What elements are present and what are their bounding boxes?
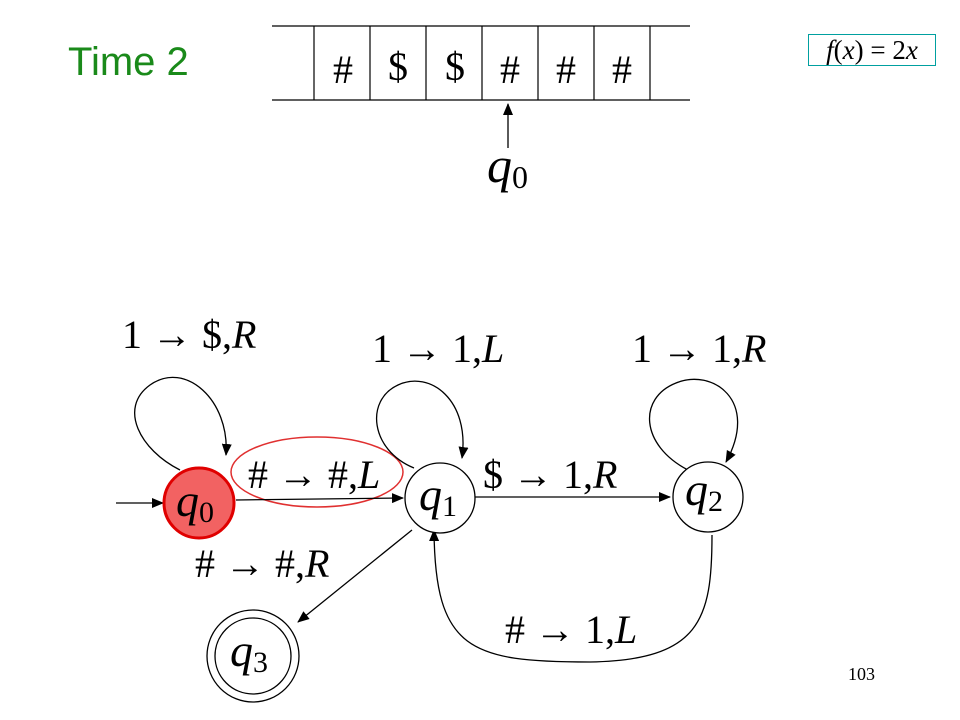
- state-q2: q2: [672, 461, 744, 533]
- formula-var: x: [905, 34, 918, 65]
- tape-head: q0: [487, 103, 528, 195]
- label-loop-q0: 1 → $,R: [122, 312, 256, 357]
- label-q1-q2: $ → 1,R: [483, 452, 617, 497]
- state-q3: q3: [206, 609, 300, 703]
- slide-title: Time 2: [68, 40, 189, 84]
- tape-cell-3: $: [445, 44, 465, 89]
- tape-cell-6: #: [612, 47, 632, 92]
- state-q0: q0: [162, 466, 236, 540]
- loop-q1: [375, 380, 469, 469]
- formula-coef: 2: [892, 34, 906, 65]
- tape-cell-4: #: [500, 47, 520, 92]
- tape-cell-5: #: [556, 47, 576, 92]
- formula-lhs: f: [826, 34, 834, 65]
- svg-text:q3: q3: [230, 625, 268, 679]
- label-q1-q3: # → #,R: [195, 541, 329, 586]
- state-q1: q1: [404, 462, 476, 534]
- tape: # $ $ # # #: [272, 25, 690, 101]
- edge-q1-q3: [297, 529, 413, 623]
- label-loop-q1: 1 → 1,L: [372, 326, 504, 371]
- svg-text:q1: q1: [419, 469, 457, 523]
- head-state-label: q0: [487, 137, 528, 195]
- label-q2-q1: # → 1,L: [505, 607, 637, 652]
- highlight-ellipse: [230, 436, 404, 508]
- svg-text:q0: q0: [176, 475, 214, 529]
- tape-cell-2: $: [388, 44, 408, 89]
- loop-q2: [649, 378, 739, 471]
- tape-cell-1: #: [333, 47, 353, 92]
- formula-arg: x: [842, 34, 855, 65]
- edge-q2-q1: [429, 529, 713, 663]
- label-q0-q1: # → #,L: [248, 452, 380, 497]
- edge-q0-q1: [235, 493, 404, 504]
- loop-q0: [134, 376, 232, 471]
- label-loop-q2: 1 → 1,R: [632, 326, 766, 371]
- svg-text:q2: q2: [685, 464, 723, 518]
- page-number: 103: [848, 664, 875, 684]
